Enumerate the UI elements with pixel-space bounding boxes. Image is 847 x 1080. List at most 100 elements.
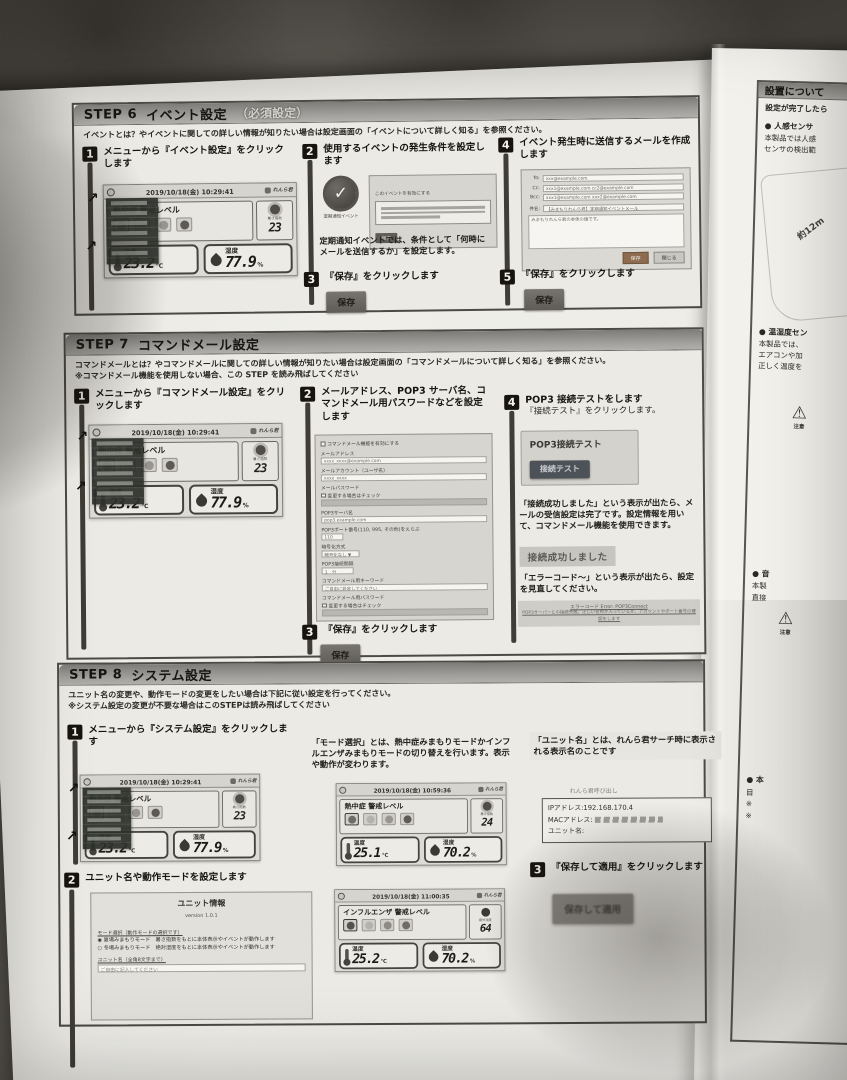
- checkbox-icon: [321, 603, 327, 608]
- step-number-1: 1: [67, 724, 83, 740]
- step-number-1: 1: [82, 146, 98, 162]
- command-keyword-field: ご自由に設定してください: [321, 583, 488, 592]
- save-button: 保存: [326, 291, 367, 313]
- step7-section: STEP 7 コマンドメール設定 コマンドメールとは？やコマンドメールに関しての…: [63, 327, 707, 666]
- step-number-1: 1: [74, 388, 90, 404]
- step6-required-note: （必須設定）: [236, 105, 309, 121]
- connection-test-button: 接続テスト: [529, 459, 590, 479]
- temperature-meter: 温度 25.2℃: [338, 942, 418, 970]
- device-menu-icon: [92, 427, 101, 437]
- checkbox-icon: [320, 441, 326, 447]
- sun-icon: [482, 801, 492, 811]
- level-face-icon: [147, 805, 163, 819]
- periodic-event-label: 定期通知イベント: [323, 214, 359, 220]
- sun-icon: [255, 445, 266, 456]
- mail-close-button: 閉じる: [653, 251, 685, 264]
- device-menu-overlay: [105, 197, 159, 265]
- checkbox-icon: [320, 493, 326, 498]
- step8-intro2: ※システム設定の変更が不要な場合はこのSTEPは読み飛ばしてください: [68, 700, 330, 711]
- step6-2-text: 使用するイベントの発生条件を設定します: [323, 141, 485, 168]
- heat-index-panel: 暑さ指数 23: [241, 440, 279, 482]
- step8-2-text: ユニット名や動作モードを設定します: [85, 871, 247, 884]
- step6-title: イベント設定: [146, 107, 228, 124]
- heat-index-panel: 暑さ指数 23: [222, 790, 257, 828]
- water-drop-icon: [426, 949, 440, 964]
- humidity-meter: 湿度 77.9%: [172, 830, 256, 859]
- humidity-ball-icon: [480, 907, 490, 917]
- hand-arrow-icon: [75, 479, 87, 495]
- pop3-error-paragraph: 「エラーコード〜」という表示が出たら、設定を見直してください。: [519, 571, 695, 595]
- event-mail-form: To:xxx@example.com Cc:xxx1@example.com c…: [520, 167, 692, 272]
- warning-level-panel: インフルエンザ 警戒レベル: [337, 904, 467, 941]
- mac-address-line: MACアドレス:: [548, 814, 706, 826]
- heat-index-panel: 暑さ指数 24: [470, 798, 504, 834]
- step8-header: STEP 8 システム設定: [59, 661, 704, 686]
- level-face-icon: [361, 918, 376, 932]
- mail-bcc-field: xxx1@example.com xxx2@example.com: [542, 192, 684, 202]
- step7-3-text: 『保存』をクリックします: [323, 623, 438, 636]
- level-face-icon: [343, 919, 358, 932]
- error-message-box: エラーコード Error: POP3Connect POP3サーバーとの接続失敗…: [517, 599, 701, 628]
- device-datetime: 2019/10/18(金) 10:29:41: [145, 187, 234, 197]
- pop3-test-panel: POP3接続テスト 接続テスト: [520, 429, 639, 486]
- sun-icon: [234, 794, 244, 804]
- detection-range-diagram: [759, 161, 847, 324]
- step-number-2: 2: [302, 143, 318, 160]
- hand-arrow-icon: [68, 781, 80, 797]
- hand-arrow-icon: [87, 191, 99, 207]
- logo-icon: [264, 186, 271, 193]
- mail-account-field: xxxx_xxxx: [320, 473, 487, 482]
- mode-select-paragraph: 「モード選択」とは、熱中症みまもりモードかインフルエンザみまもりモードの切り替え…: [311, 736, 511, 770]
- step6-header: STEP 6 イベント設定 （必須設定）: [73, 97, 698, 126]
- step8-intro1: ユニット名の変更や、動作モードの変更をしたい場合は下記に従い設定を行ってください…: [68, 688, 396, 700]
- step7-2-text: メールアドレス、POP3 サーバ名、コマンドメール用パスワードなどを設定します: [321, 385, 486, 423]
- step-number-2: 2: [64, 872, 80, 888]
- step-timeline-bar: [87, 162, 94, 311]
- step6-5-text: 『保存』をクリックします: [520, 267, 635, 281]
- alarm-clock-check-icon: ✓: [322, 175, 360, 212]
- mail-cc-field: xxx1@example.com cc2@example.com: [542, 182, 684, 192]
- step6-intro: イベントとは？やイベントに関しての詳しい情報が知りたい場合は設定画面の「イベント…: [83, 125, 547, 140]
- winter-mode-radio: ○ 冬場みまもりモード 絶対湿度をもとに本体表示やイベントが動作します: [97, 944, 275, 952]
- device-screenshot: 2019/10/18(金) 10:29:41 れんら君 熱中症 警戒レベル: [88, 422, 284, 519]
- level-face-icon: [176, 217, 193, 232]
- water-drop-icon: [176, 838, 192, 853]
- step-number-3: 3: [303, 271, 319, 288]
- temperature-meter: 温度 25.1℃: [340, 836, 420, 864]
- renra-search-result-box: IPアドレス:192.168.170.4 MACアドレス: ユニット名:: [541, 797, 712, 843]
- step-timeline-bar: [72, 740, 78, 865]
- hand-arrow-icon: [76, 429, 88, 445]
- warning-icon: 注意: [791, 405, 807, 430]
- mail-body-field: みまもりれんら君の本体の値です。: [528, 213, 685, 250]
- humidity-index-panel: 絶対湿度 64: [468, 904, 502, 940]
- level-face-icon: [161, 457, 178, 472]
- step7-header: STEP 7 コマンドメール設定: [65, 329, 702, 356]
- unit-name-paragraph: 「ユニット名」とは、れんら君サーチ時に表示される表示名のことです: [529, 731, 722, 761]
- humidity-meter: 湿度 70.2%: [422, 942, 501, 969]
- mail-subject-field: 【みまもりれんら君】定期通知イベントメール: [543, 203, 685, 213]
- renra-kun-logo: れんら君: [250, 427, 278, 434]
- level-face-icon: [381, 812, 396, 826]
- level-face-icon: [363, 812, 378, 826]
- step6-1-text: メニューから『イベント設定』をクリックします: [103, 144, 284, 170]
- step8-1-text: メニューから『システム設定』をクリックします: [88, 723, 288, 748]
- step6-4-text: イベント発生時に送信するメールを作成します: [519, 135, 691, 161]
- level-face-icon: [398, 918, 413, 932]
- device-menu-overlay: [91, 438, 145, 505]
- step8-section: STEP 8 システム設定 ユニット名の変更や、動作モードの変更をしたい場合は下…: [57, 659, 722, 1068]
- humidity-meter: 湿度 77.9%: [202, 243, 293, 275]
- step-number-5: 5: [499, 269, 515, 285]
- warning-level-panel: 熱中症 警戒レベル: [339, 798, 468, 835]
- unit-name-line: ユニット名:: [547, 827, 585, 836]
- level-face-icon: [344, 813, 359, 826]
- pop3-server-field: pop3.example.com: [321, 515, 488, 524]
- renra-search-caption: れんら君呼び出し: [569, 787, 618, 796]
- renra-kun-logo: れんら君: [476, 892, 501, 898]
- installation-title: 設置について: [758, 82, 847, 103]
- hand-arrow-icon: [85, 239, 97, 255]
- level-face-icon: [380, 918, 395, 932]
- step-number-4: 4: [504, 394, 520, 410]
- pop3-port-field: 110: [321, 533, 344, 541]
